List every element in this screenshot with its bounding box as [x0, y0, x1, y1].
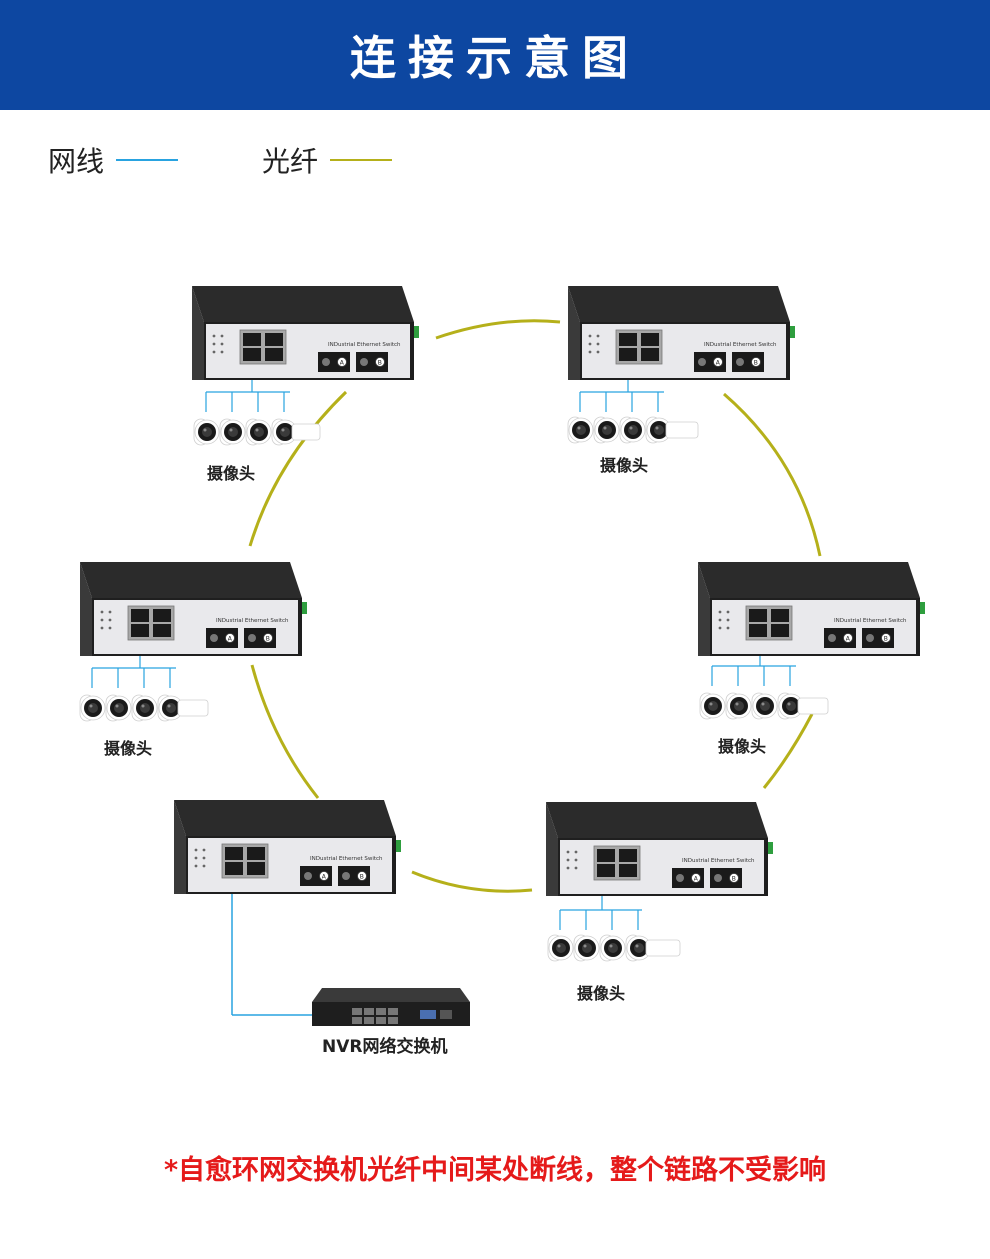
legend-network-cable-label: 网线 — [48, 145, 105, 178]
fiber-port-label: B — [266, 636, 270, 643]
switch-panel-text: INDustrial Ethernet Switch — [682, 858, 755, 864]
nvr-label: NVR网络交换机 — [322, 1037, 448, 1057]
cable-fan-1 — [205, 370, 290, 412]
header-banner: 连接示意图 — [0, 0, 990, 110]
legend-fiber-line — [330, 159, 393, 161]
legend-fiber-label: 光纤 — [262, 145, 319, 178]
fiber-link-1 — [435, 319, 561, 340]
fiber-port-label: B — [378, 360, 382, 367]
industrial-switch-1: INDustrial Ethernet Switch A B — [191, 285, 420, 381]
camera-group-3 — [79, 694, 209, 722]
switch-panel-text: INDustrial Ethernet Switch — [704, 342, 777, 348]
industrial-switch-3: INDustrial Ethernet Switch A B — [79, 561, 308, 657]
industrial-switch-6: INDustrial Ethernet Switch A B — [545, 801, 774, 897]
cable-fan-5 — [559, 888, 642, 930]
fiber-link-2 — [723, 392, 822, 557]
fiber-ring — [248, 319, 822, 893]
nvr-switch — [312, 988, 470, 1026]
fiber-port-label: B — [732, 876, 736, 883]
page-title: 连接示意图 — [350, 31, 640, 85]
camera-group-2 — [567, 416, 699, 444]
switch-panel-text: INDustrial Ethernet Switch — [216, 618, 289, 624]
camera-label-5: 摄像头 — [577, 984, 626, 1003]
fiber-port-label: A — [340, 360, 345, 367]
industrial-switch-5: INDustrial Ethernet Switch A B — [173, 799, 402, 895]
cable-fan-4 — [711, 648, 796, 686]
camera-label-1: 摄像头 — [207, 464, 256, 483]
legend-fiber: 光纤 — [262, 140, 393, 180]
footer-note: *自愈环网交换机光纤中间某处断线，整个链路不受影响 — [163, 1155, 827, 1186]
switch-panel-text: INDustrial Ethernet Switch — [328, 342, 401, 348]
legend: 网线 光纤 — [0, 140, 990, 184]
switch-panel-text: INDustrial Ethernet Switch — [834, 618, 907, 624]
cable-fan-3 — [91, 648, 176, 688]
fiber-port-label: A — [716, 360, 721, 367]
fiber-link-4 — [411, 870, 533, 893]
industrial-switch-4: INDustrial Ethernet Switch A B — [697, 561, 926, 657]
fiber-port-label: B — [360, 874, 364, 881]
cable-fan-2 — [579, 372, 664, 412]
camera-label-2: 摄像头 — [600, 456, 649, 475]
fiber-port-label: B — [884, 636, 888, 643]
fiber-link-3 — [762, 713, 814, 789]
fiber-port-label: A — [322, 874, 327, 881]
fiber-port-label: A — [228, 636, 233, 643]
fiber-port-label: B — [754, 360, 758, 367]
camera-group-1 — [193, 418, 321, 446]
fiber-link-5 — [250, 664, 320, 799]
switch-panel-text: INDustrial Ethernet Switch — [310, 856, 383, 862]
network-cables — [91, 370, 796, 1016]
camera-group-4 — [699, 692, 829, 720]
fiber-link-6 — [248, 390, 348, 547]
camera-label-4: 摄像头 — [718, 737, 767, 756]
legend-network-cable-line — [116, 159, 179, 161]
industrial-switch-2: INDustrial Ethernet Switch A B — [567, 285, 796, 381]
fiber-port-label: A — [694, 876, 699, 883]
legend-network-cable: 网线 — [48, 140, 179, 180]
camera-group-5 — [547, 934, 681, 962]
fiber-port-label: A — [846, 636, 851, 643]
camera-label-3: 摄像头 — [104, 739, 153, 758]
